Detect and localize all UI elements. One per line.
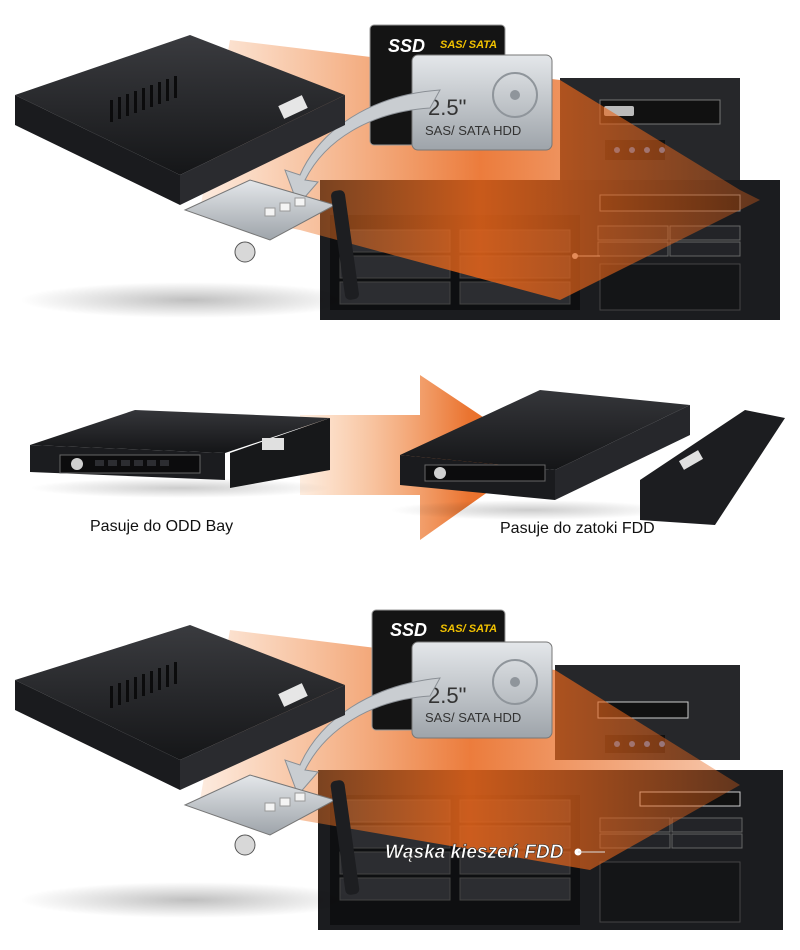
middle-scene-illustration (30, 375, 785, 540)
odd-enclosure (15, 625, 360, 895)
hdd-drive: 2.5" SAS/ SATA HDD (411, 54, 553, 151)
caption-odd-bay: Pasuje do ODD Bay (90, 518, 234, 535)
hdd-interface: SAS/ SATA HDD (425, 710, 521, 725)
enclosure-with-odd-adapter (30, 410, 330, 488)
hdd-drive: 2.5" SAS/ SATA HDD (411, 641, 553, 739)
ssd-interface: SAS/ SATA (440, 623, 497, 635)
odd-enclosure (15, 35, 359, 300)
top-scene-illustration: SSD SAS/ SATA 2.5" SAS/ SATA HDD (15, 24, 780, 320)
ssd-label: SSD (388, 36, 425, 56)
hdd-interface: SAS/ SATA HDD (425, 123, 521, 138)
middle-scene: Pasuje do ODD Bay Pasuje do zatoki FDD (0, 360, 800, 560)
enclosure-fdd (400, 390, 690, 500)
slim-fdd-callout: Wąska kieszeń FDD (385, 842, 564, 863)
caption-fdd-bay: Pasuje do zatoki FDD (500, 520, 655, 537)
odd-adapter-plate (640, 410, 785, 525)
ssd-interface: SAS/ SATA (440, 39, 497, 51)
ssd-label: SSD (390, 620, 427, 640)
top-scene: SSD SAS/ SATA 2.5" SAS/ SATA HDD (0, 0, 800, 330)
bottom-scene-illustration: SSD SAS/ SATA 2.5" SAS/ SATA HDD (15, 609, 783, 930)
bottom-scene: SSD SAS/ SATA 2.5" SAS/ SATA HDD (0, 600, 800, 940)
